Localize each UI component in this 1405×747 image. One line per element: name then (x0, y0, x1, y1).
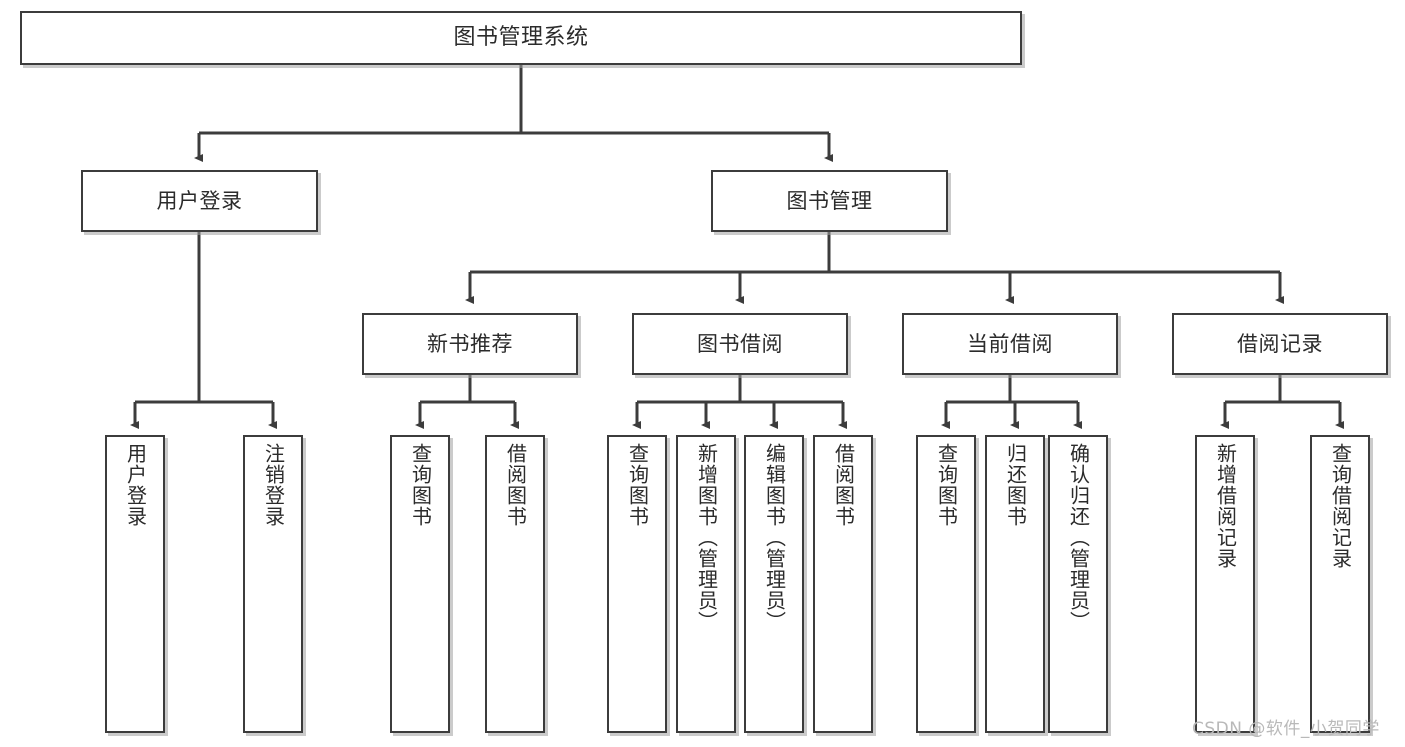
leaf-edit-book[interactable]: 编辑图书（管理员） (744, 435, 804, 733)
leaf-borrow-book-recommend[interactable]: 借阅图书 (485, 435, 545, 733)
node-label: 图书管理 (786, 188, 873, 213)
node-book-management[interactable]: 图书管理 (711, 170, 948, 232)
node-borrow-record[interactable]: 借阅记录 (1172, 313, 1388, 375)
node-new-book-recommend[interactable]: 新书推荐 (362, 313, 578, 375)
leaf-logout-login[interactable]: 注销登录 (243, 435, 303, 733)
node-label: 借阅图书 (831, 443, 856, 527)
leaf-user-login[interactable]: 用户登录 (105, 435, 165, 733)
leaf-borrow-book[interactable]: 借阅图书 (813, 435, 873, 733)
node-label: 查询图书 (625, 443, 650, 527)
node-label: 借阅记录 (1237, 331, 1323, 356)
node-current-borrow[interactable]: 当前借阅 (902, 313, 1118, 375)
leaf-query-borrow-record[interactable]: 查询借阅记录 (1310, 435, 1370, 733)
leaf-query-book-current[interactable]: 查询图书 (916, 435, 976, 733)
node-label: 当前借阅 (967, 331, 1053, 356)
node-label: 用户登录 (156, 188, 243, 213)
node-label: 归还图书 (1003, 443, 1028, 527)
node-label: 新书推荐 (427, 331, 513, 356)
node-label: 查询图书 (408, 443, 433, 527)
node-label: 确认归还（管理员） (1066, 443, 1091, 632)
node-label: 用户登录 (123, 443, 148, 527)
node-book-management-system[interactable]: 图书管理系统 (20, 11, 1022, 65)
node-label: 图书管理系统 (453, 25, 589, 51)
node-label: 借阅图书 (503, 443, 528, 527)
leaf-add-book[interactable]: 新增图书（管理员） (676, 435, 736, 733)
node-user-login[interactable]: 用户登录 (81, 170, 318, 232)
node-label: 注销登录 (261, 443, 286, 527)
node-label: 图书借阅 (697, 331, 783, 356)
leaf-return-book[interactable]: 归还图书 (985, 435, 1045, 733)
node-label: 新增借阅记录 (1213, 443, 1238, 569)
leaf-confirm-return[interactable]: 确认归还（管理员） (1048, 435, 1108, 733)
node-label: 编辑图书（管理员） (762, 443, 787, 632)
leaf-query-book-recommend[interactable]: 查询图书 (390, 435, 450, 733)
node-book-borrow[interactable]: 图书借阅 (632, 313, 848, 375)
leaf-add-borrow-record[interactable]: 新增借阅记录 (1195, 435, 1255, 733)
node-label: 查询图书 (934, 443, 959, 527)
node-label: 新增图书（管理员） (694, 443, 719, 632)
leaf-query-book-borrow[interactable]: 查询图书 (607, 435, 667, 733)
node-label: 查询借阅记录 (1328, 443, 1353, 569)
csdn-watermark: CSDN @软件_小贺同学 (1192, 719, 1380, 739)
